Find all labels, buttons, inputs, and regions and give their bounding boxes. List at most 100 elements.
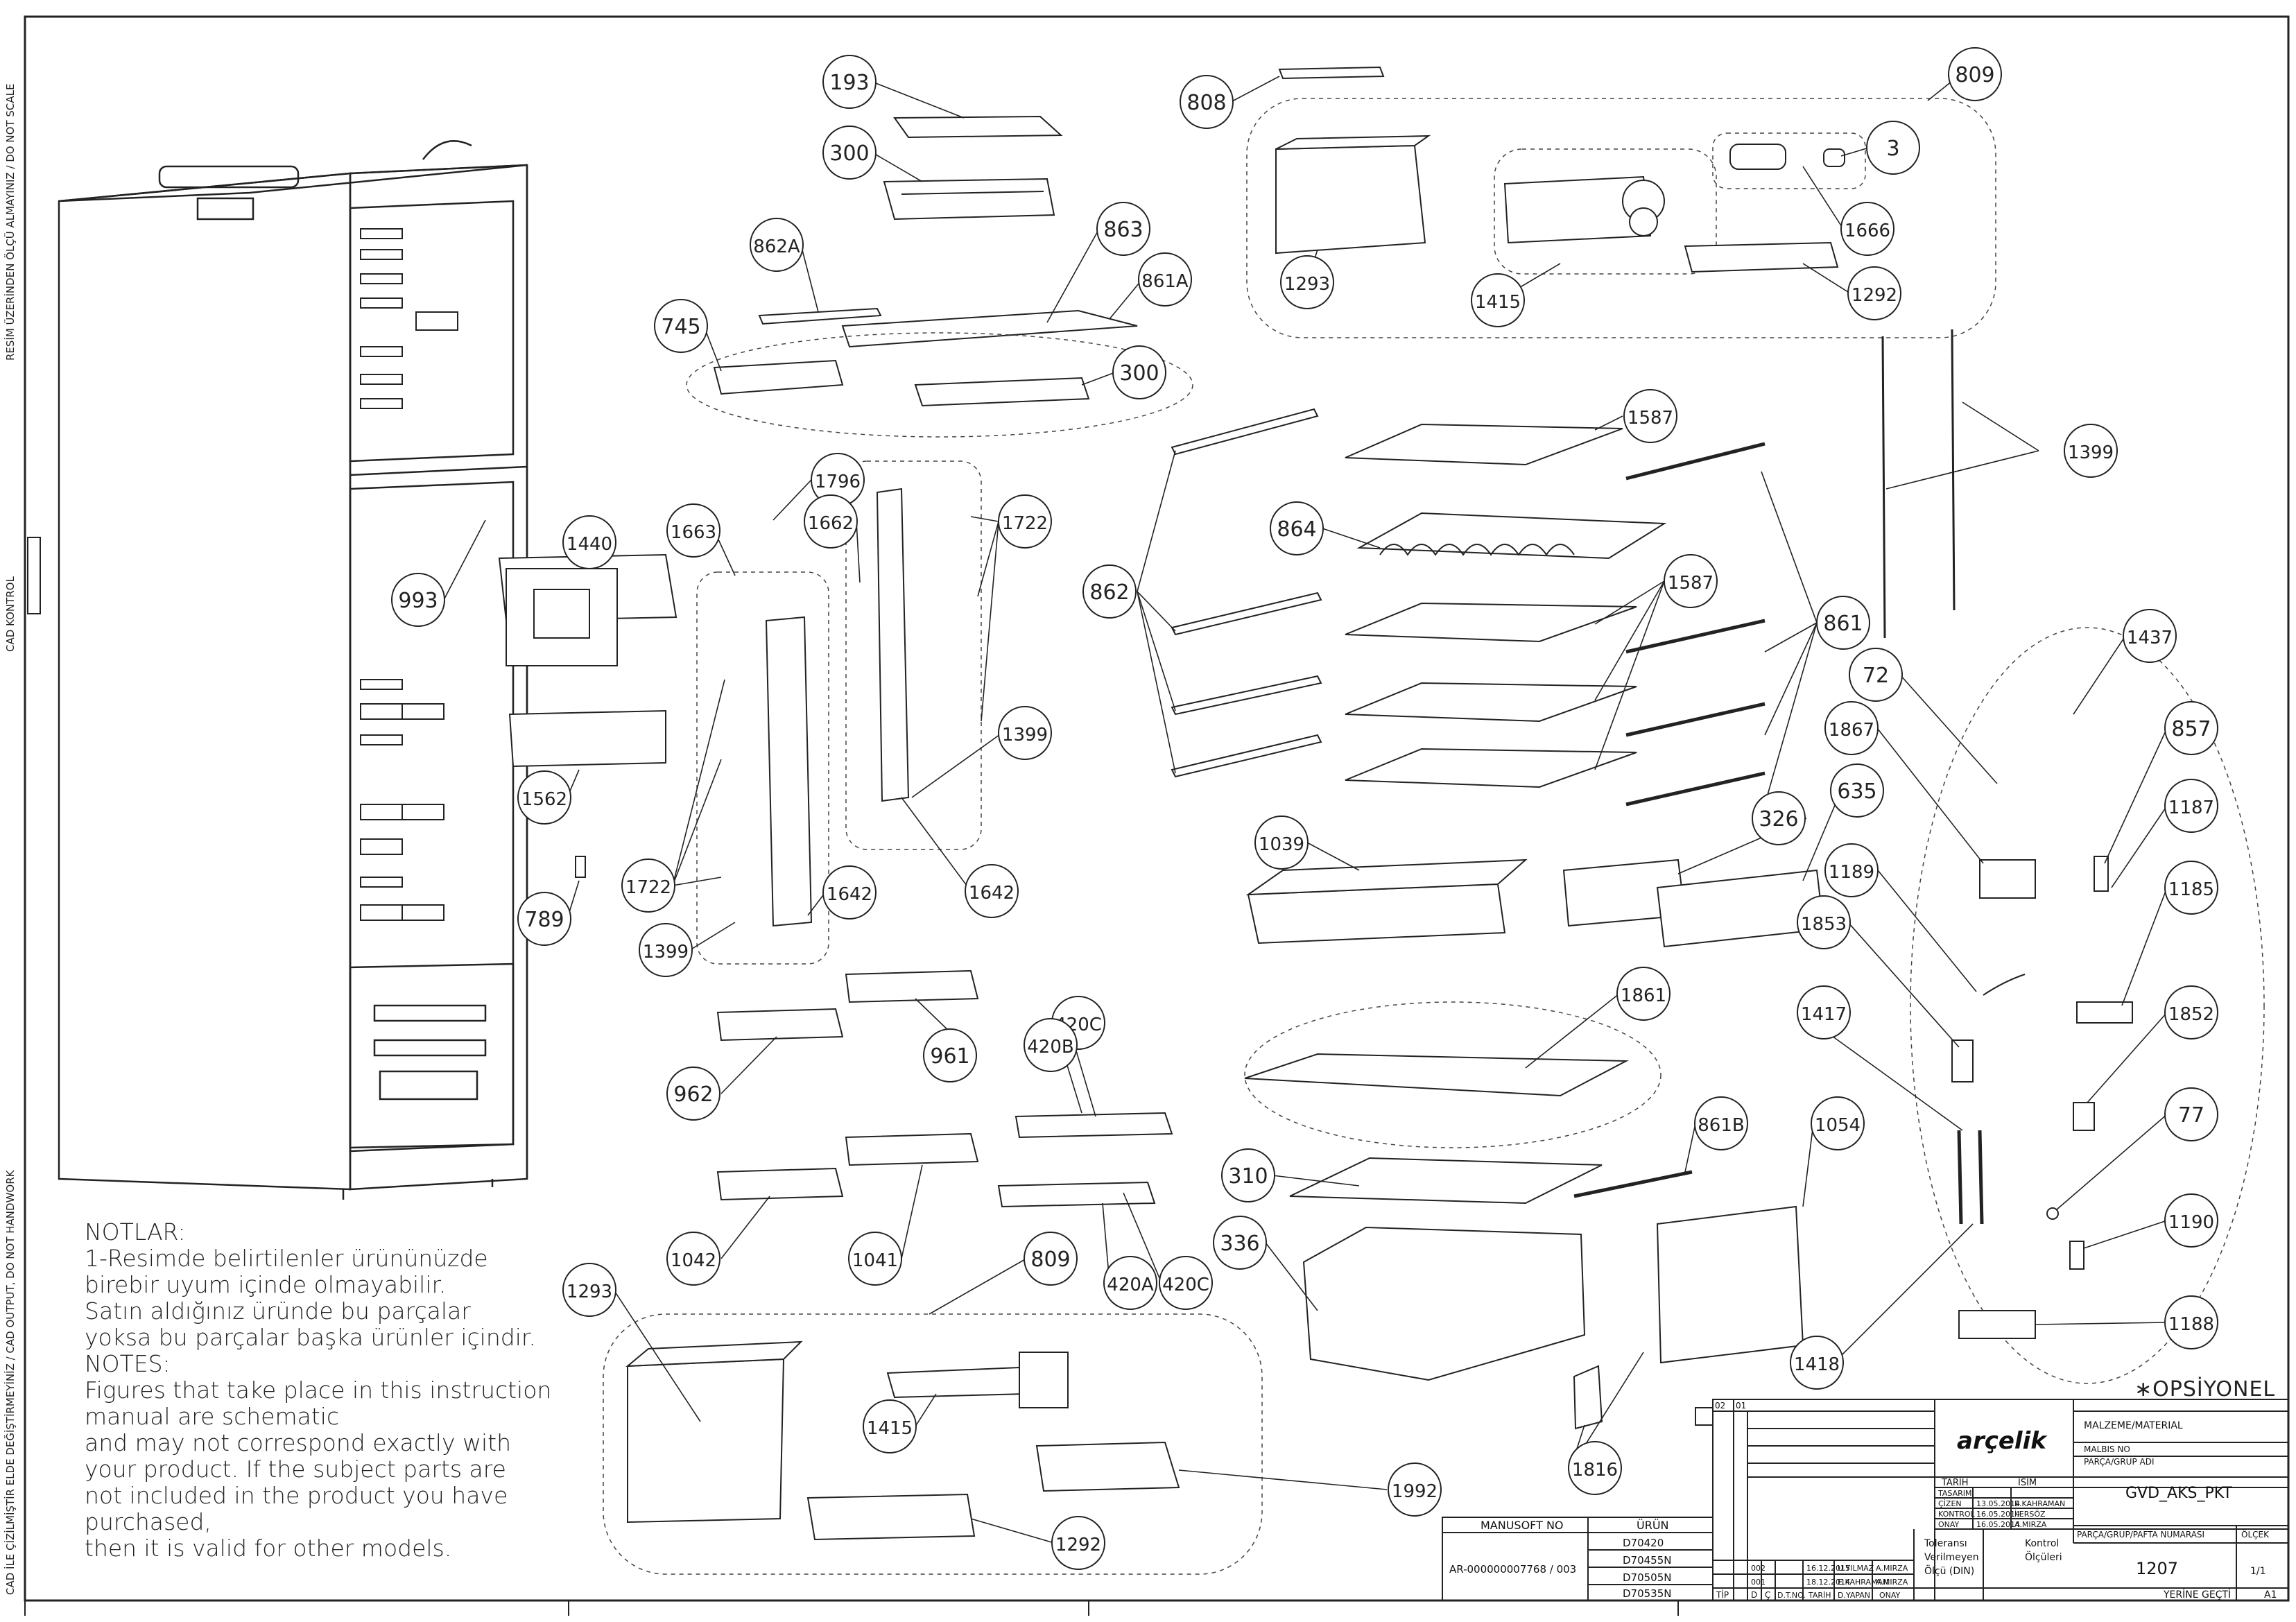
- callout-label: 310: [1228, 1164, 1268, 1189]
- malbis-label: MALBIS NO: [2084, 1444, 2130, 1454]
- callout-label: 1399: [2068, 442, 2114, 463]
- wine-rack-864: [1356, 512, 1667, 560]
- callout-1796: 1796: [811, 453, 865, 507]
- callout-circle: [1797, 985, 1851, 1039]
- callout-label: 1587: [1628, 408, 1673, 429]
- callout-circle: [621, 859, 675, 913]
- callout-1816: 1816: [1568, 1441, 1622, 1495]
- module-1415: [1503, 175, 1665, 244]
- rail-420b: [1015, 1112, 1173, 1139]
- rev-header-6: ONAY: [1879, 1591, 1901, 1600]
- urun-label: ÜRÜN: [1637, 1519, 1669, 1532]
- callout-circle: [750, 218, 804, 272]
- callout-circle: [1103, 1256, 1157, 1310]
- callout-1642: 1642: [965, 864, 1019, 918]
- callout-993: 993: [391, 573, 445, 627]
- callout-circle: [1824, 701, 1879, 755]
- callout-861: 861: [1816, 596, 1870, 650]
- callout-label: 1867: [1829, 720, 1874, 741]
- callout-circle: [666, 1067, 720, 1121]
- callout-label: 1188: [2168, 1314, 2214, 1335]
- door-tray-745: [713, 359, 1090, 407]
- callout-label: 993: [398, 589, 438, 613]
- rev-header-2: Ç: [1765, 1590, 1770, 1600]
- side-label-top: RESİM ÜZERİNDEN ÖLÇÜ ALMAYINIZ / DO NOT …: [4, 83, 17, 361]
- callout-circle: [1849, 648, 1903, 702]
- notes-line: Satın aldığınız üründe bu parçalar: [85, 1297, 471, 1325]
- callout-label: 1399: [1002, 725, 1048, 745]
- callout-circle: [1096, 202, 1150, 256]
- rev-approver-0: A.MIRZA: [1876, 1564, 1908, 1573]
- callout-1041: 1041: [848, 1232, 902, 1286]
- callout-3: 3: [1866, 121, 1920, 175]
- callout-circle: [1790, 1336, 1844, 1390]
- callout-circle: [1024, 1232, 1078, 1286]
- callout-label: 1292: [1852, 285, 1897, 306]
- callout-circle: [2164, 779, 2218, 833]
- callout-circle: [1664, 554, 1718, 608]
- trim-strips-861: [1625, 442, 1766, 806]
- urun-value-1: D70455N: [1623, 1554, 1672, 1567]
- callout-label: 1418: [1794, 1354, 1840, 1375]
- callout-1415: 1415: [863, 1399, 917, 1453]
- callout-1054: 1054: [1811, 1096, 1865, 1150]
- callout-1440: 1440: [562, 515, 616, 569]
- callout-193: 193: [822, 55, 877, 109]
- callout-circle: [1824, 843, 1879, 897]
- notes-block: NOTLAR: 1-Resimde belirtilenler ürününüz…: [85, 1219, 598, 1562]
- callout-label: 1562: [521, 789, 567, 810]
- callout-label: 3: [1886, 137, 1899, 161]
- row-date-1: 13.05.2014: [1976, 1499, 2020, 1508]
- urun-value-3: D70535N: [1623, 1587, 1672, 1600]
- callout-label: 1293: [567, 1282, 612, 1302]
- callout-310: 310: [1221, 1148, 1275, 1202]
- callout-326: 326: [1752, 791, 1806, 845]
- callout-1867: 1867: [1824, 701, 1879, 755]
- callout-745: 745: [654, 299, 708, 353]
- callout-circle: [965, 864, 1019, 918]
- callout-label: 809: [1955, 63, 1994, 87]
- callout-861B: 861B: [1694, 1096, 1748, 1150]
- callout-789: 789: [517, 892, 571, 946]
- rev-b: 01: [1736, 1401, 1746, 1410]
- callout-circle: [848, 1232, 902, 1286]
- refrigerator-cabinet: [58, 140, 528, 1200]
- callout-1293: 1293: [1280, 255, 1334, 309]
- callout-1293: 1293: [562, 1263, 616, 1317]
- notes-line: not included in the product you have: [85, 1482, 508, 1509]
- callout-label: 1042: [671, 1250, 716, 1271]
- glass-shelves-1587: [1345, 423, 1637, 788]
- callout-label: 857: [2171, 717, 2211, 741]
- kontrol-1: Ölçüleri: [2025, 1551, 2062, 1563]
- rail-420a: [997, 1181, 1156, 1208]
- callout-label: 745: [661, 315, 700, 339]
- callout-label: 1189: [1829, 862, 1874, 883]
- callout-1292: 1292: [1847, 266, 1901, 320]
- callout-1418: 1418: [1790, 1336, 1844, 1390]
- dashed-group-1662: [845, 460, 982, 850]
- rev-name-0: U.YILMAZ: [1838, 1564, 1874, 1573]
- title-block-text: 02 01 MALZEME/MATERIAL MALBIS NO PARÇA/G…: [1449, 1401, 2277, 1601]
- callout-circle: [2164, 701, 2218, 755]
- callout-circle: [2164, 1295, 2218, 1349]
- callout-1587: 1587: [1664, 554, 1718, 608]
- callout-circle: [2164, 985, 2218, 1039]
- callout-label: 1642: [827, 884, 872, 905]
- callout-circle: [1254, 816, 1309, 870]
- callout-label: 1666: [1845, 221, 1890, 241]
- callout-336: 336: [1213, 1216, 1267, 1270]
- callout-1663: 1663: [666, 503, 720, 558]
- callout-label: 961: [930, 1044, 969, 1069]
- rev-name-1: E.KAHRAMAN: [1838, 1578, 1888, 1587]
- callout-circle: [2164, 1193, 2218, 1248]
- callout-861A: 861A: [1138, 252, 1192, 307]
- callout-label: 1662: [808, 513, 854, 534]
- dashed-group-809-lower: [603, 1313, 1263, 1575]
- callout-circle: [804, 494, 858, 549]
- shelf-rails-862: [1171, 408, 1322, 778]
- callout-label: 962: [673, 1082, 713, 1107]
- callout-862: 862: [1082, 564, 1137, 619]
- callout-1666: 1666: [1840, 202, 1894, 256]
- callout-circle: [1388, 1463, 1442, 1517]
